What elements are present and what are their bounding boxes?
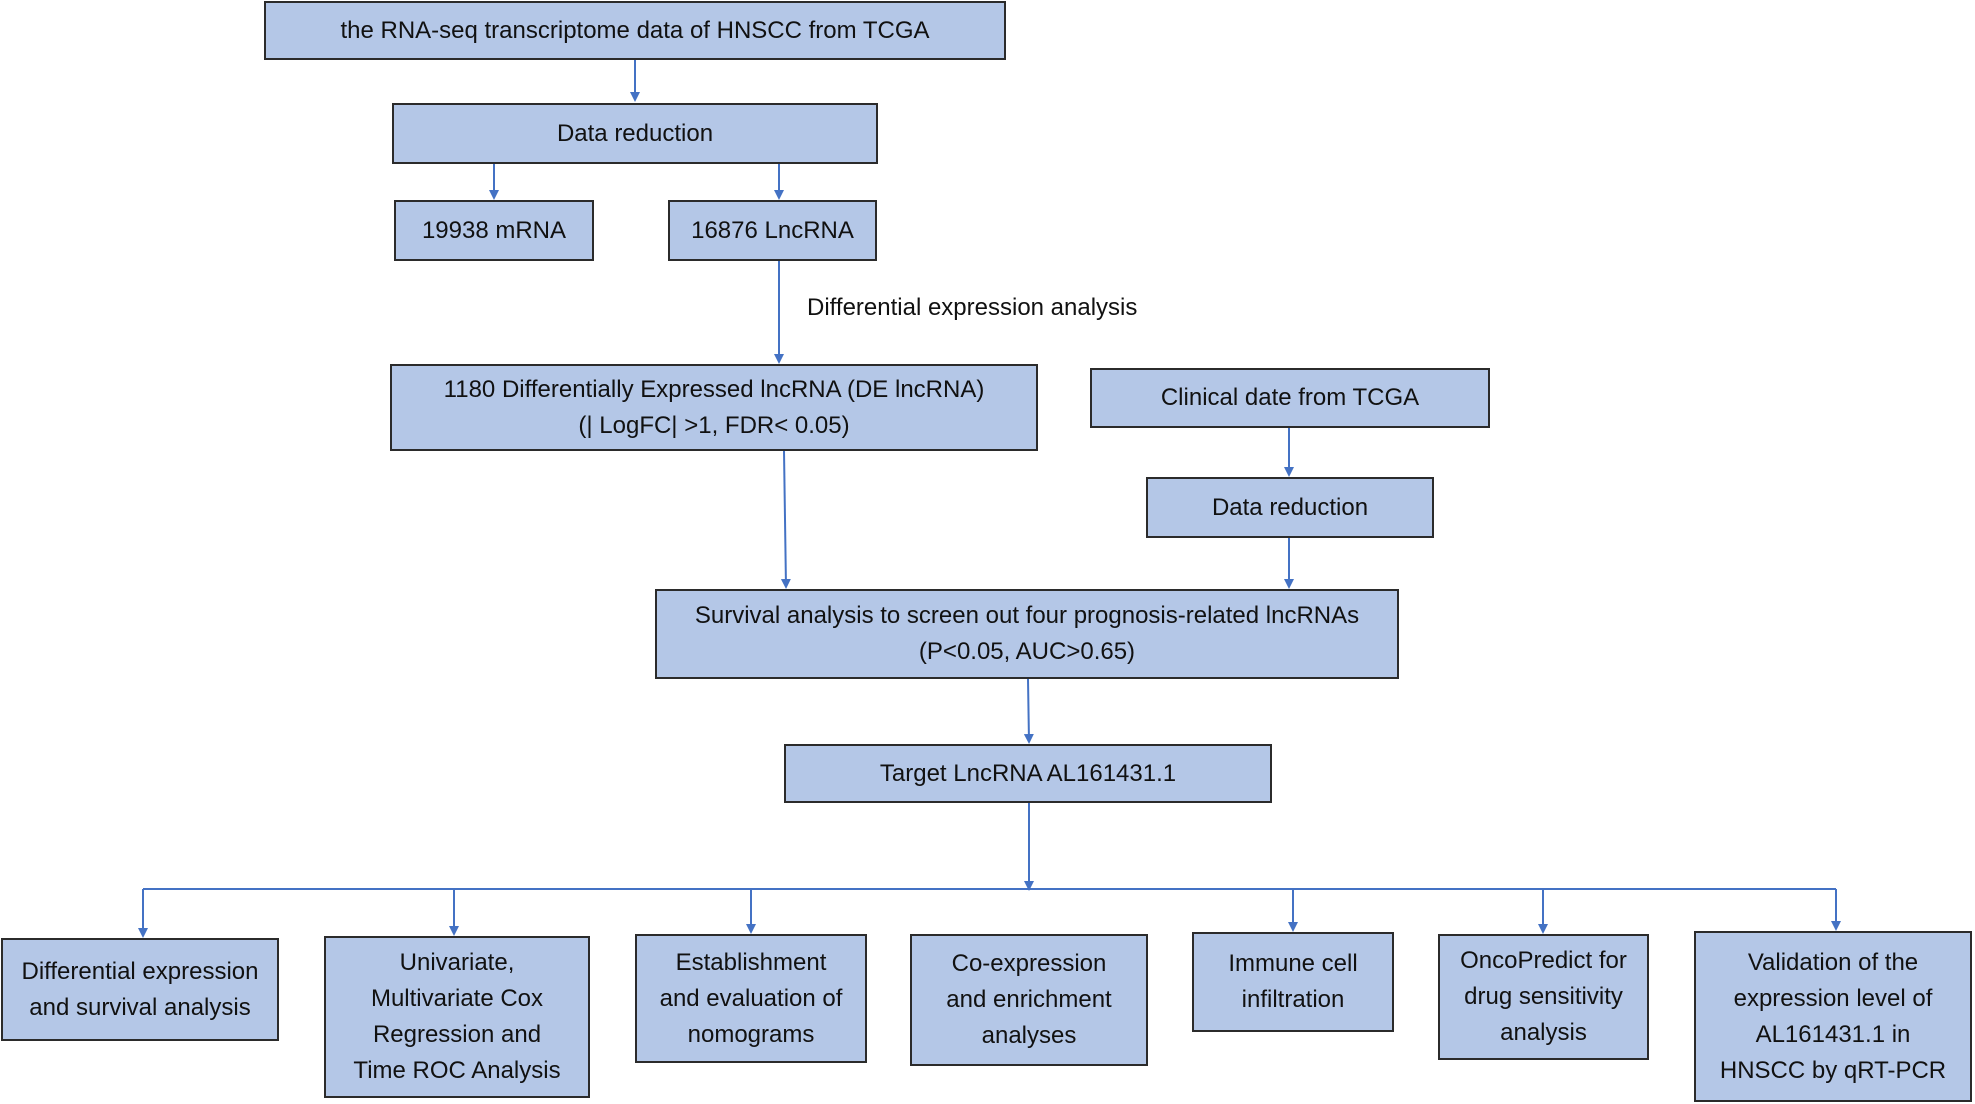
outcome-line: analyses — [981, 1022, 1077, 1049]
outcome-line: Differential expression — [21, 957, 259, 985]
outcome-line: drug sensitivity — [1464, 983, 1623, 1010]
outcome-line: and survival analysis — [29, 993, 251, 1021]
outcome-line: and evaluation of — [659, 984, 843, 1012]
node-lncrna: 16876 LncRNA — [668, 200, 877, 261]
outcome-line: Establishment — [675, 948, 827, 976]
outcome-line: OncoPredict for — [1460, 947, 1627, 974]
outcome-line: infiltration — [1241, 986, 1345, 1013]
outcome-differential-survival: Differential expression and survival ana… — [1, 938, 279, 1041]
node-de-lncrna-line1: 1180 Differentially Expressed lncRNA (DE… — [443, 375, 985, 403]
outcome-cox-roc: Univariate, Multivariate Cox Regression … — [324, 936, 590, 1098]
outcome-line: Univariate, — [399, 949, 515, 976]
outcome-line: and enrichment — [946, 986, 1112, 1013]
arrow-survival-to-target — [1023, 678, 1034, 744]
node-target-label: Target LncRNA AL161431.1 — [879, 759, 1177, 787]
outcome-line: Immune cell — [1228, 950, 1358, 977]
outcome-immune: Immune cell infiltration — [1192, 932, 1394, 1032]
node-lncrna-label: 16876 LncRNA — [691, 216, 854, 244]
node-data-reduction-label: Data reduction — [556, 119, 714, 147]
outcome-line: AL161431.1 in — [1755, 1020, 1911, 1048]
outcome-line: Regression and — [372, 1021, 542, 1048]
node-survival-line2: (P<0.05, AUC>0.65) — [918, 638, 1136, 665]
outcome-line: analysis — [1500, 1019, 1587, 1046]
node-survival: Survival analysis to screen out four pro… — [655, 589, 1399, 679]
arrow-de-to-survival — [780, 450, 791, 589]
edge-label-differential-expression: Differential expression analysis — [807, 294, 1138, 321]
node-survival-line1: Survival analysis to screen out four pro… — [694, 602, 1360, 629]
outcome-coexpression: Co-expression and enrichment analyses — [910, 934, 1148, 1066]
node-tcga-rnaseq: the RNA-seq transcriptome data of HNSCC … — [264, 1, 1006, 60]
outcome-nomograms: Establishment and evaluation of nomogram… — [635, 934, 867, 1063]
outcome-line: nomograms — [687, 1020, 815, 1048]
node-data-reduction-2: Data reduction — [1146, 477, 1434, 538]
outcome-line: Co-expression — [951, 950, 1107, 977]
node-clinical-label: Clinical date from TCGA — [1160, 384, 1420, 411]
outcome-line: Time ROC Analysis — [353, 1057, 561, 1084]
node-data-reduction-2-label: Data reduction — [1211, 493, 1369, 521]
node-mrna: 19938 mRNA — [394, 200, 594, 261]
outcome-line: Multivariate Cox — [370, 985, 544, 1012]
outcome-line: expression level of — [1733, 984, 1933, 1012]
outcome-qrt-pcr: Validation of the expression level of AL… — [1694, 931, 1972, 1102]
outcome-line: HNSCC by qRT-PCR — [1719, 1056, 1947, 1084]
outcome-line: Validation of the — [1747, 948, 1919, 976]
node-clinical: Clinical date from TCGA — [1090, 368, 1490, 428]
outcome-oncopredict: OncoPredict for drug sensitivity analysi… — [1438, 934, 1649, 1060]
node-data-reduction: Data reduction — [392, 103, 878, 164]
node-de-lncrna: 1180 Differentially Expressed lncRNA (DE… — [390, 364, 1038, 451]
node-target: Target LncRNA AL161431.1 — [784, 744, 1272, 803]
node-tcga-rnaseq-label: the RNA-seq transcriptome data of HNSCC … — [340, 16, 930, 44]
node-mrna-label: 19938 mRNA — [421, 216, 567, 244]
node-de-lncrna-line2: (| LogFC| >1, FDR< 0.05) — [578, 411, 850, 439]
